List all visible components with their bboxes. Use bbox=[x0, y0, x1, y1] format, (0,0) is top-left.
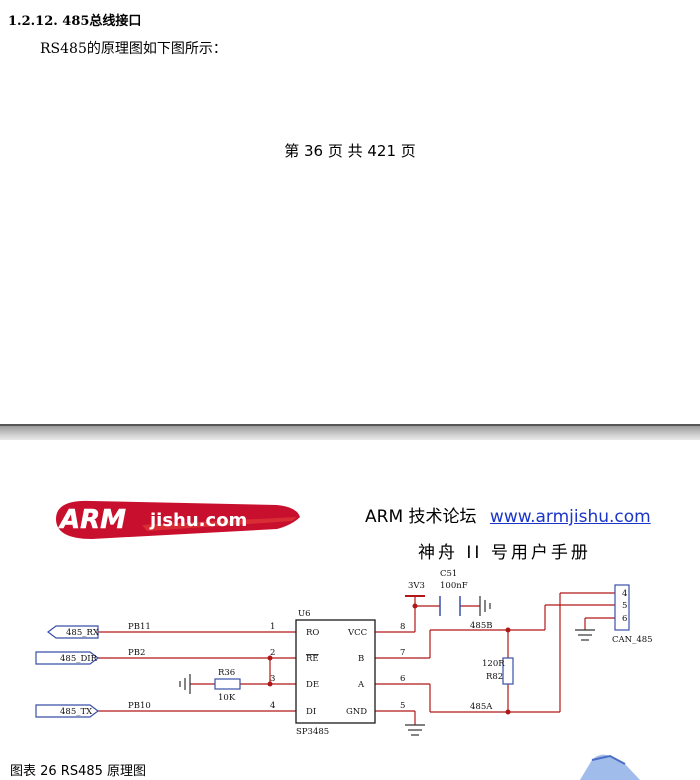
pin-number-6: 6 bbox=[400, 674, 405, 684]
net-485a: 485A bbox=[470, 702, 493, 712]
conn-name: CAN_485 bbox=[612, 635, 653, 645]
armjishu-logo: ARM jishu.com bbox=[56, 500, 300, 539]
schematic-labels: 485_RX 485_DIR 485_TX PB11 PB2 PB10 1 2 … bbox=[60, 569, 653, 737]
supply-label: 3V3 bbox=[408, 581, 425, 591]
pin-number-2: 2 bbox=[270, 648, 275, 658]
net-485b: 485B bbox=[470, 621, 492, 631]
forum-url-link[interactable]: www.armjishu.com bbox=[489, 507, 651, 527]
decorative-stamp-icon bbox=[580, 754, 640, 780]
capacitor-c51 bbox=[439, 596, 461, 616]
manual-title: 神舟 II 号用户手册 bbox=[418, 543, 591, 563]
pin-a: A bbox=[357, 680, 365, 690]
conn-pin-4: 4 bbox=[622, 589, 627, 599]
page-separator bbox=[0, 424, 700, 440]
pin-vcc: VCC bbox=[347, 628, 367, 638]
conn-pin-6: 6 bbox=[622, 614, 627, 624]
logo-arm-text: ARM bbox=[58, 505, 126, 535]
junction-dots bbox=[267, 603, 511, 715]
forum-label: ARM 技术论坛 bbox=[365, 507, 477, 527]
pin-number-4: 4 bbox=[270, 701, 275, 711]
pin-number-8: 8 bbox=[400, 622, 405, 632]
net-pb10: PB10 bbox=[128, 701, 151, 711]
res1-value: 10K bbox=[218, 693, 236, 703]
port-485-dir: 485_DIR bbox=[60, 654, 98, 664]
can485-connector bbox=[614, 584, 630, 631]
res1-ref: R36 bbox=[218, 668, 235, 678]
logo-swoosh bbox=[56, 500, 300, 539]
page-separator-line bbox=[0, 424, 700, 426]
pin-di: DI bbox=[306, 707, 316, 717]
chip-sp3485 bbox=[295, 619, 376, 724]
pin-b: B bbox=[358, 654, 364, 664]
ground-symbols bbox=[179, 596, 595, 736]
chip-part: SP3485 bbox=[296, 727, 329, 737]
resistor-r36 bbox=[214, 678, 241, 690]
resistor-r82 bbox=[502, 657, 514, 685]
res2-value: 120R bbox=[482, 659, 505, 669]
pin-number-7: 7 bbox=[400, 648, 405, 658]
rs485-schematic: 485_RX 485_DIR 485_TX PB11 PB2 PB10 1 2 … bbox=[35, 569, 653, 737]
page-number: 第 36 页 共 421 页 bbox=[284, 142, 416, 160]
pin-re: RE bbox=[306, 654, 319, 664]
chip-ref: U6 bbox=[298, 609, 311, 619]
res2-ref: R82 bbox=[486, 672, 503, 682]
net-pb11: PB11 bbox=[128, 622, 151, 632]
port-485-rx: 485_RX bbox=[66, 628, 100, 638]
conn-pin-5: 5 bbox=[622, 601, 627, 611]
cap-ref: C51 bbox=[440, 569, 457, 579]
port-485-tx: 485_TX bbox=[60, 707, 93, 717]
pin-number-1: 1 bbox=[270, 622, 275, 632]
section-heading: 1.2.12. 485总线接口 bbox=[8, 14, 142, 29]
net-pb2: PB2 bbox=[128, 648, 145, 658]
pin-gnd: GND bbox=[346, 707, 367, 717]
trace-wires bbox=[98, 592, 615, 725]
pin-de: DE bbox=[306, 680, 319, 690]
logo-swoosh-highlight bbox=[142, 517, 297, 531]
cap-value: 100nF bbox=[440, 581, 468, 591]
intro-paragraph: RS485的原理图如下图所示： bbox=[40, 41, 227, 57]
logo-jishu-text: jishu.com bbox=[149, 510, 247, 531]
pin-ro: RO bbox=[306, 628, 319, 638]
forum-line: ARM 技术论坛 www.armjishu.com bbox=[365, 502, 651, 527]
figure-caption: 图表 26 RS485 原理图 bbox=[10, 764, 147, 779]
pin-number-3: 3 bbox=[270, 674, 275, 684]
port-shapes bbox=[35, 625, 99, 718]
pin-number-5: 5 bbox=[400, 701, 405, 711]
